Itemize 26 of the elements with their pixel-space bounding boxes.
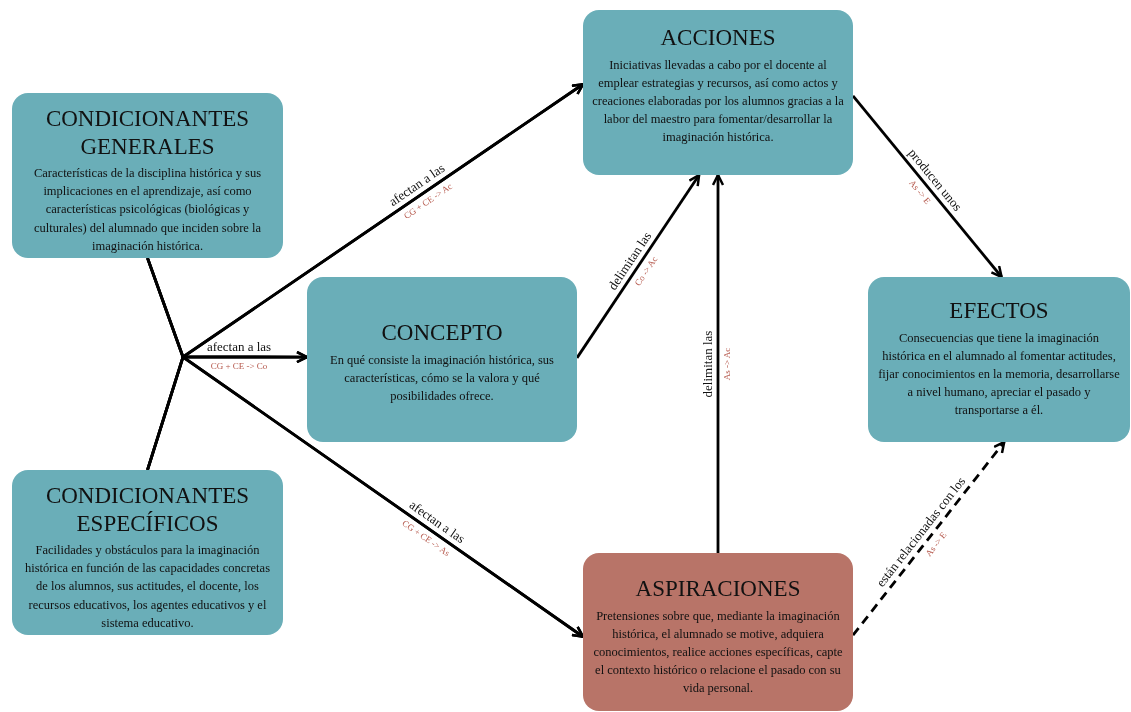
rounded-box xyxy=(12,470,283,635)
edge-label: delimitan las xyxy=(700,330,716,398)
rounded-box xyxy=(868,277,1130,442)
box-description: Consecuencias que tiene la imaginación histórica en el alumnado al fomentar actitudes, fijar conocimientos en la memoria, desarrollarse a nivel humano, apreciar el pasado y transportarse a él. xyxy=(877,329,1121,420)
box-heading: CONDICIONANTES ESPECÍFICOS xyxy=(44,482,251,538)
box-description: Iniciativas llevadas a cabo por el docente al emplear estrategias y recursos, así como actos y creaciones elaboradas por los alumnos gracias a la labor del maestro para fomentar/desarrollar la imaginación histórica. xyxy=(591,56,845,147)
box-description: Características de la disciplina histórica y sus implicaciones en el aprendizaje, así como características psicológicas (biológicas y culturales) del alumnado que inciden sobre la imaginación histórica. xyxy=(33,165,262,255)
box-heading: CONCEPTO xyxy=(380,319,504,347)
rounded-box xyxy=(12,93,283,258)
box-heading: ASPIRACIONES xyxy=(634,575,802,603)
edge-code-label: As -> Ac xyxy=(722,347,732,381)
edge-code-label: CG + CE -> Co xyxy=(210,361,268,371)
box-heading: ACCIONES xyxy=(659,24,777,52)
dashed-arrow xyxy=(851,440,1006,637)
box-description: Pretensiones sobre que, mediante la imaginación histórica, el alumnado se motive, adquiera conocimientos, realice acciones específicas, capte el contexto histórico o relacione el pasado con su vida personal. xyxy=(592,607,844,698)
rounded-box xyxy=(307,277,577,442)
box-description: En qué consiste la imaginación histórica, sus características, cómo se la valora y qué posibilidades ofrece. xyxy=(329,351,555,405)
arrow xyxy=(851,94,1003,279)
rounded-box xyxy=(583,10,853,175)
arrow xyxy=(711,173,725,553)
rounded-box xyxy=(583,553,853,711)
box-heading: EFECTOS xyxy=(948,297,1050,325)
edge-label: afectan a las xyxy=(206,339,271,355)
arrow xyxy=(575,173,701,359)
box-description: Facilidades y obstáculos para la imaginación histórica en función de las capacidades concretas de los alumnos, sus actitudes, el docente, los recursos educativos, los agentes educativos y el sistema educativo. xyxy=(24,542,271,632)
box-heading: CONDICIONANTES GENERALES xyxy=(44,105,251,161)
